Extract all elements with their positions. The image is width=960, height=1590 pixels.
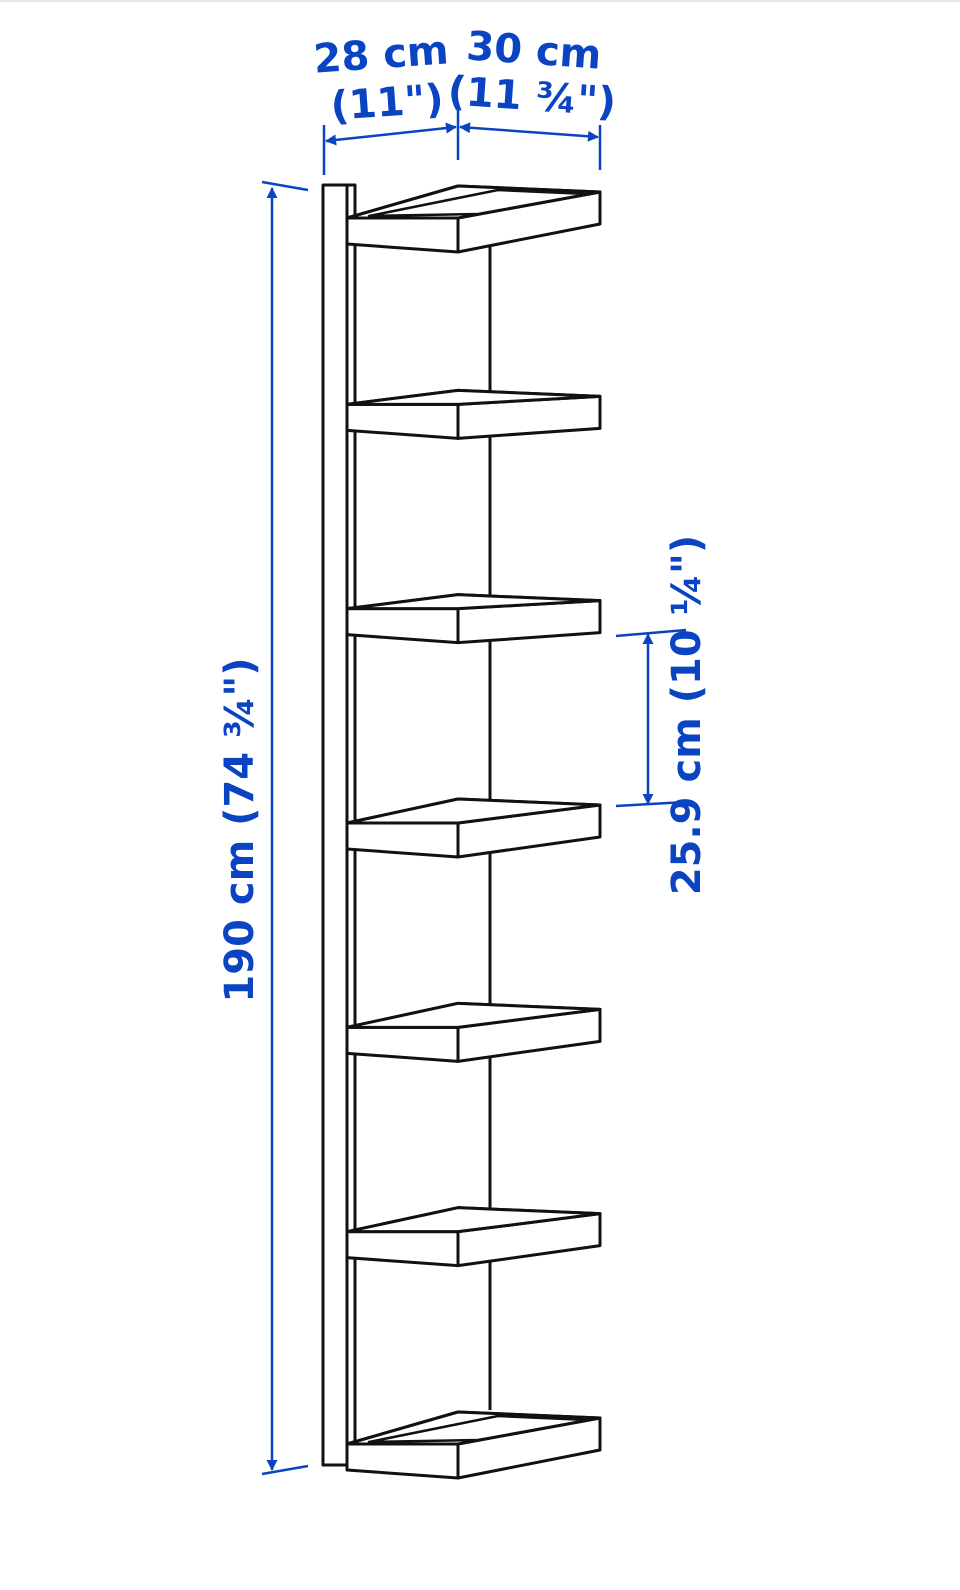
shelf-front-left-face (345, 402, 460, 440)
total-height-label: 190 cm (74 ¾") (217, 657, 263, 1002)
dimension-lines (261, 110, 687, 1476)
depth-arrow-left (325, 122, 457, 146)
depth-left-imperial: (11") (329, 76, 445, 130)
shelf-top-face (345, 797, 602, 825)
shelf-4 (345, 797, 602, 859)
shelf-front-left-face (345, 1230, 460, 1268)
shelf-6 (345, 1206, 602, 1268)
depth-arrow-right (459, 122, 599, 142)
shelf-front-left-face (345, 607, 460, 645)
depth-left-metric: 28 cm (312, 27, 450, 82)
shelf-inner-tray (367, 1414, 590, 1444)
shelf-1 (345, 184, 602, 254)
spacing-ext-top (615, 628, 687, 638)
shelf-top-face (345, 593, 602, 611)
shelf-top-face (345, 1001, 602, 1029)
shelf-spacing-label: 25.9 cm (10 ¼") (664, 535, 710, 895)
shelf-top-face (345, 388, 602, 406)
shelf-2 (345, 388, 602, 440)
shelf-front-left-face (345, 1442, 460, 1480)
height-ext-top (261, 180, 309, 192)
height-ext-bottom (261, 1464, 309, 1476)
shelf-3 (345, 593, 602, 645)
shelf-front-left-face (345, 216, 460, 254)
shelf-unit (321, 183, 492, 1467)
back-panel-front (321, 183, 349, 1467)
shelf-inner-tray (367, 188, 590, 218)
shelf-7 (345, 1410, 602, 1480)
depth-right-metric: 30 cm (465, 23, 603, 78)
shelf-front-left-face (345, 1025, 460, 1063)
shelf-5 (345, 1001, 602, 1063)
shelves (345, 184, 602, 1480)
shelf-top-face (345, 1206, 602, 1234)
top-border (0, 0, 960, 2)
shelf-front-left-face (345, 821, 460, 859)
